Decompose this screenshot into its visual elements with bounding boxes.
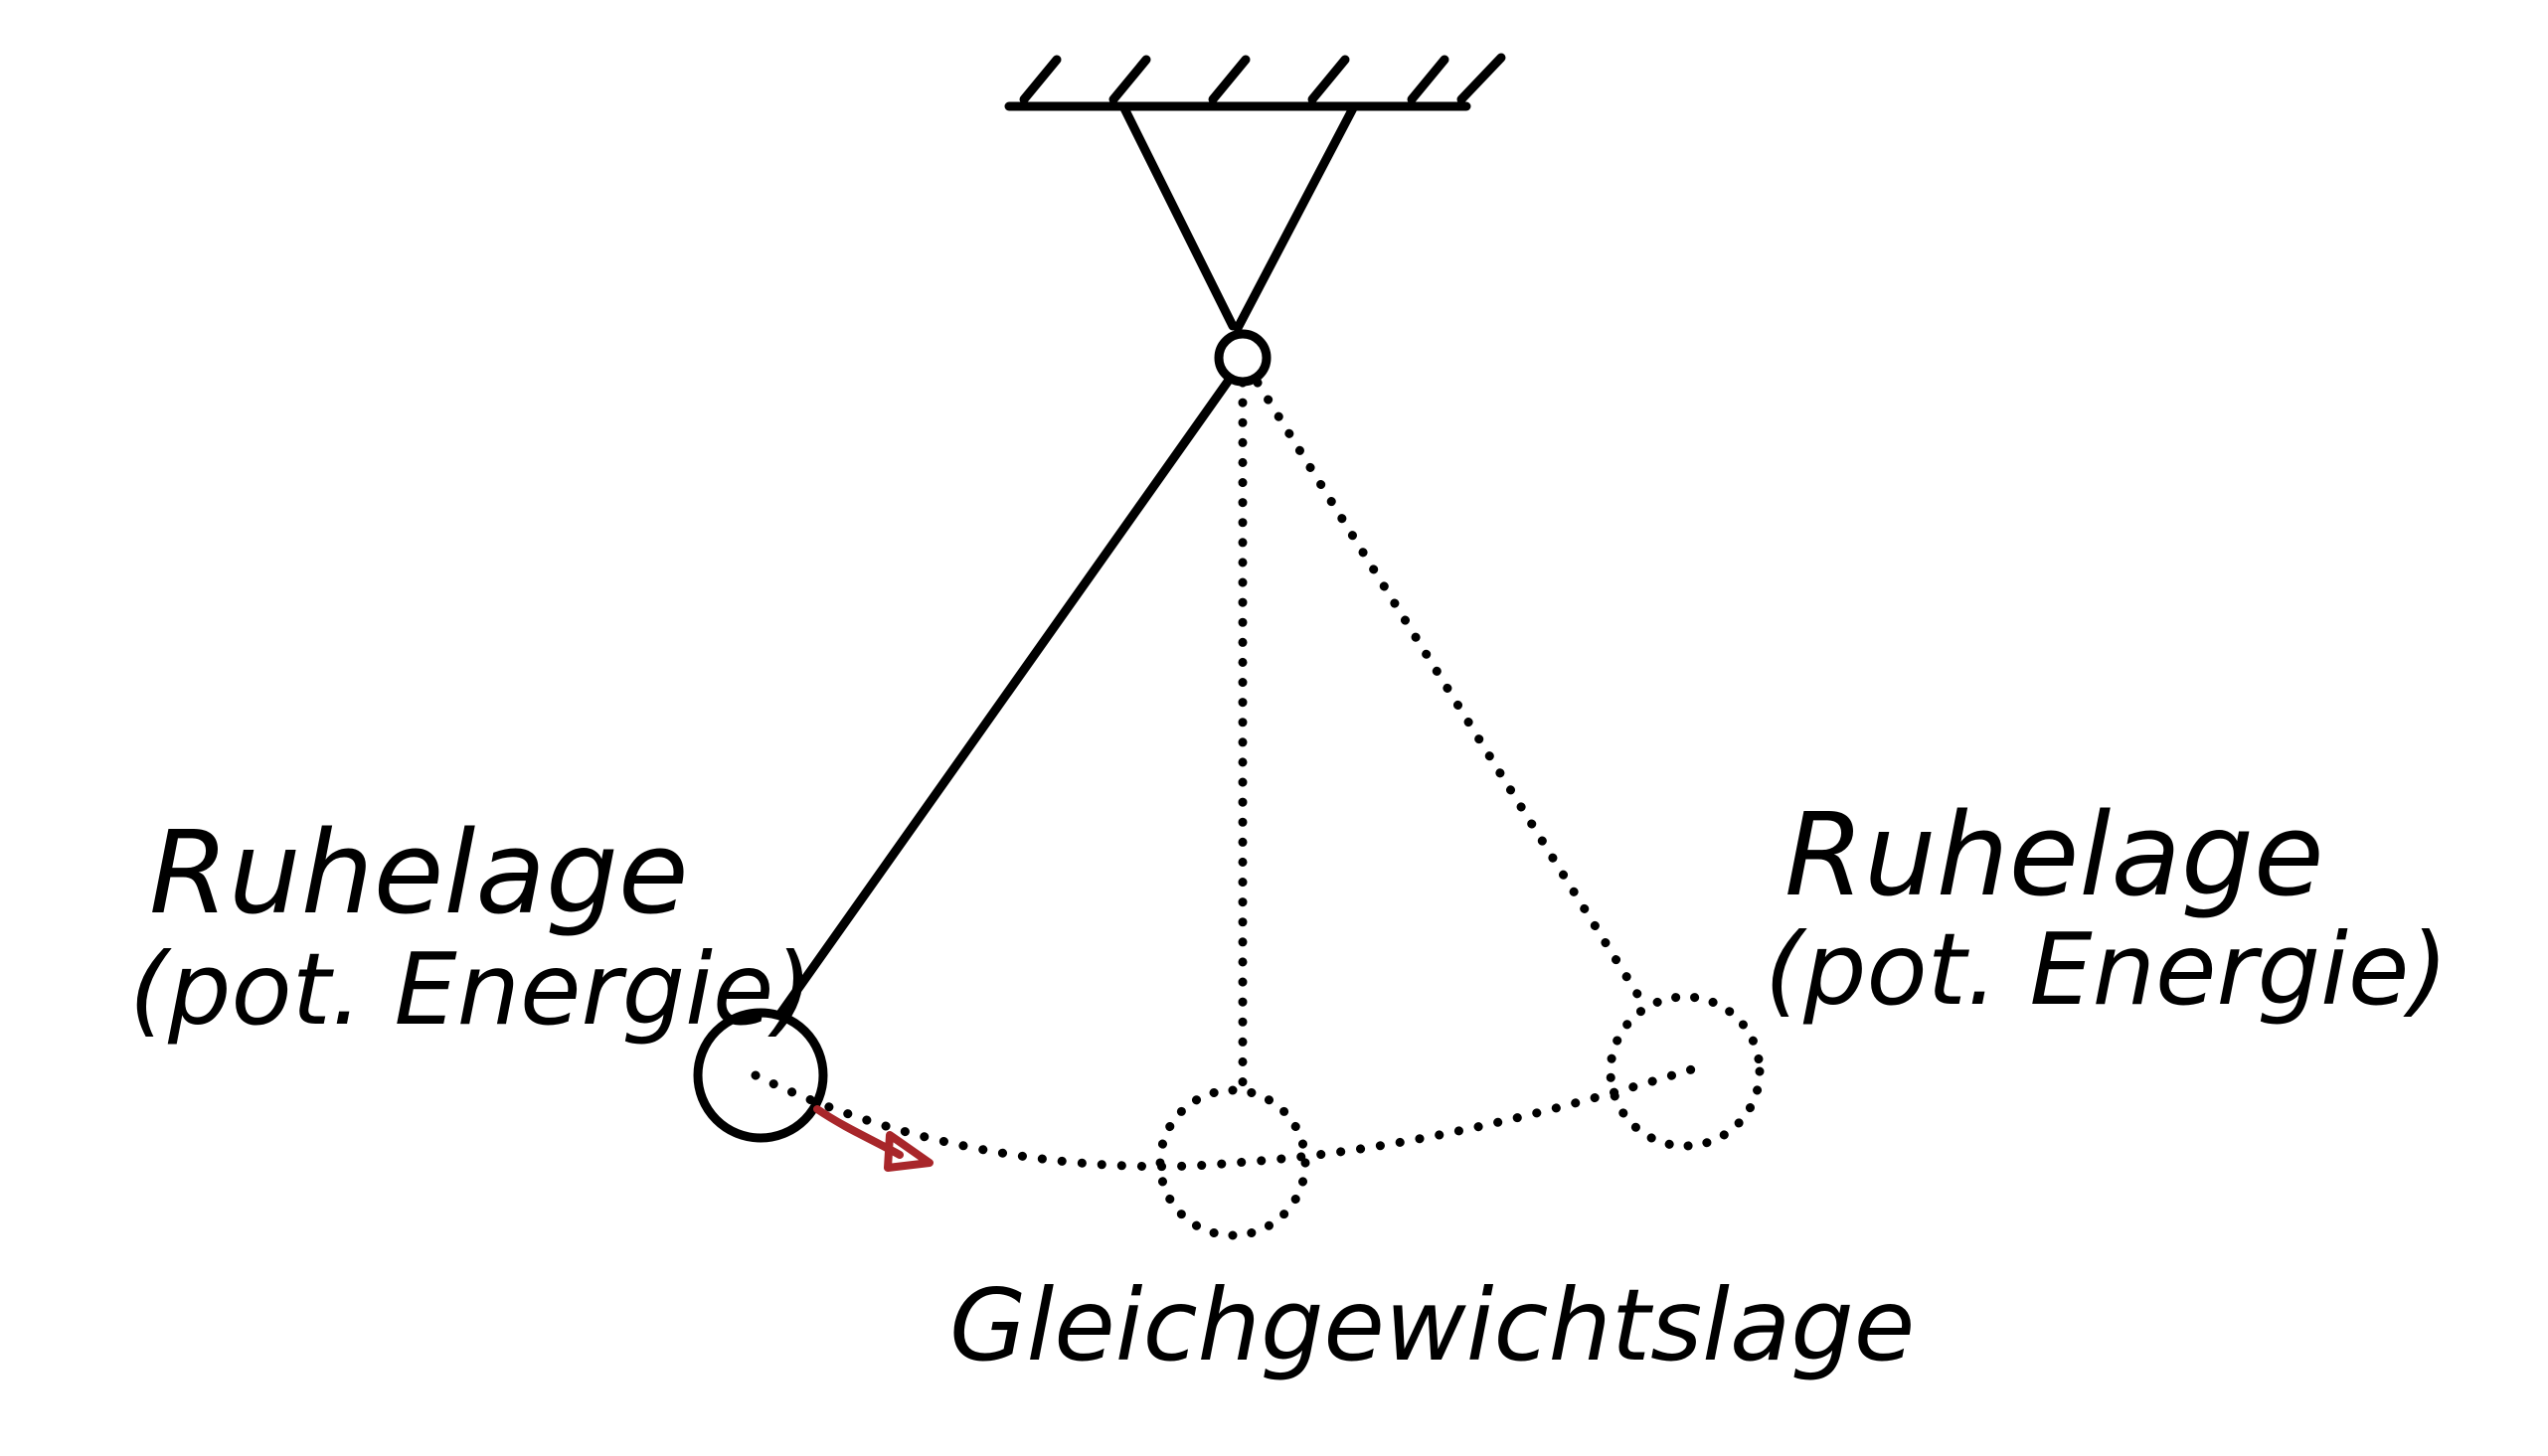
bottom-label: Gleichgewichtslage — [949, 1267, 1915, 1383]
left-label-line1: Ruhelage — [149, 807, 689, 940]
pendulum-bob — [693, 1008, 828, 1143]
rod-right — [1253, 378, 1645, 1004]
ceiling-hatch — [1307, 55, 1350, 104]
motion-arrow — [813, 1105, 934, 1172]
ceiling-hatch — [1456, 53, 1506, 104]
ceiling-mount — [1004, 53, 1506, 111]
motion-arrow-head — [884, 1131, 934, 1172]
bob-right-outline — [1606, 992, 1765, 1151]
pendulum-rod — [775, 374, 1235, 1019]
right-label-line2: (pot. Energie) — [1765, 911, 2448, 1028]
left-label-line2: (pot. Energie) — [129, 931, 812, 1048]
bob-equilibrium-outline — [1155, 1085, 1310, 1240]
ceiling-hatch — [1108, 55, 1151, 104]
right-label-line1: Ruhelage — [1784, 789, 2324, 922]
ceiling-hatch — [1019, 55, 1062, 104]
suspension-left — [1118, 101, 1238, 331]
suspension-right — [1233, 101, 1359, 333]
ceiling-hatch — [1407, 55, 1449, 104]
pivot-point — [1214, 329, 1272, 387]
dotted-rods — [1238, 378, 1645, 1088]
ceiling-hatch — [1208, 55, 1251, 104]
suspension — [1118, 101, 1359, 333]
